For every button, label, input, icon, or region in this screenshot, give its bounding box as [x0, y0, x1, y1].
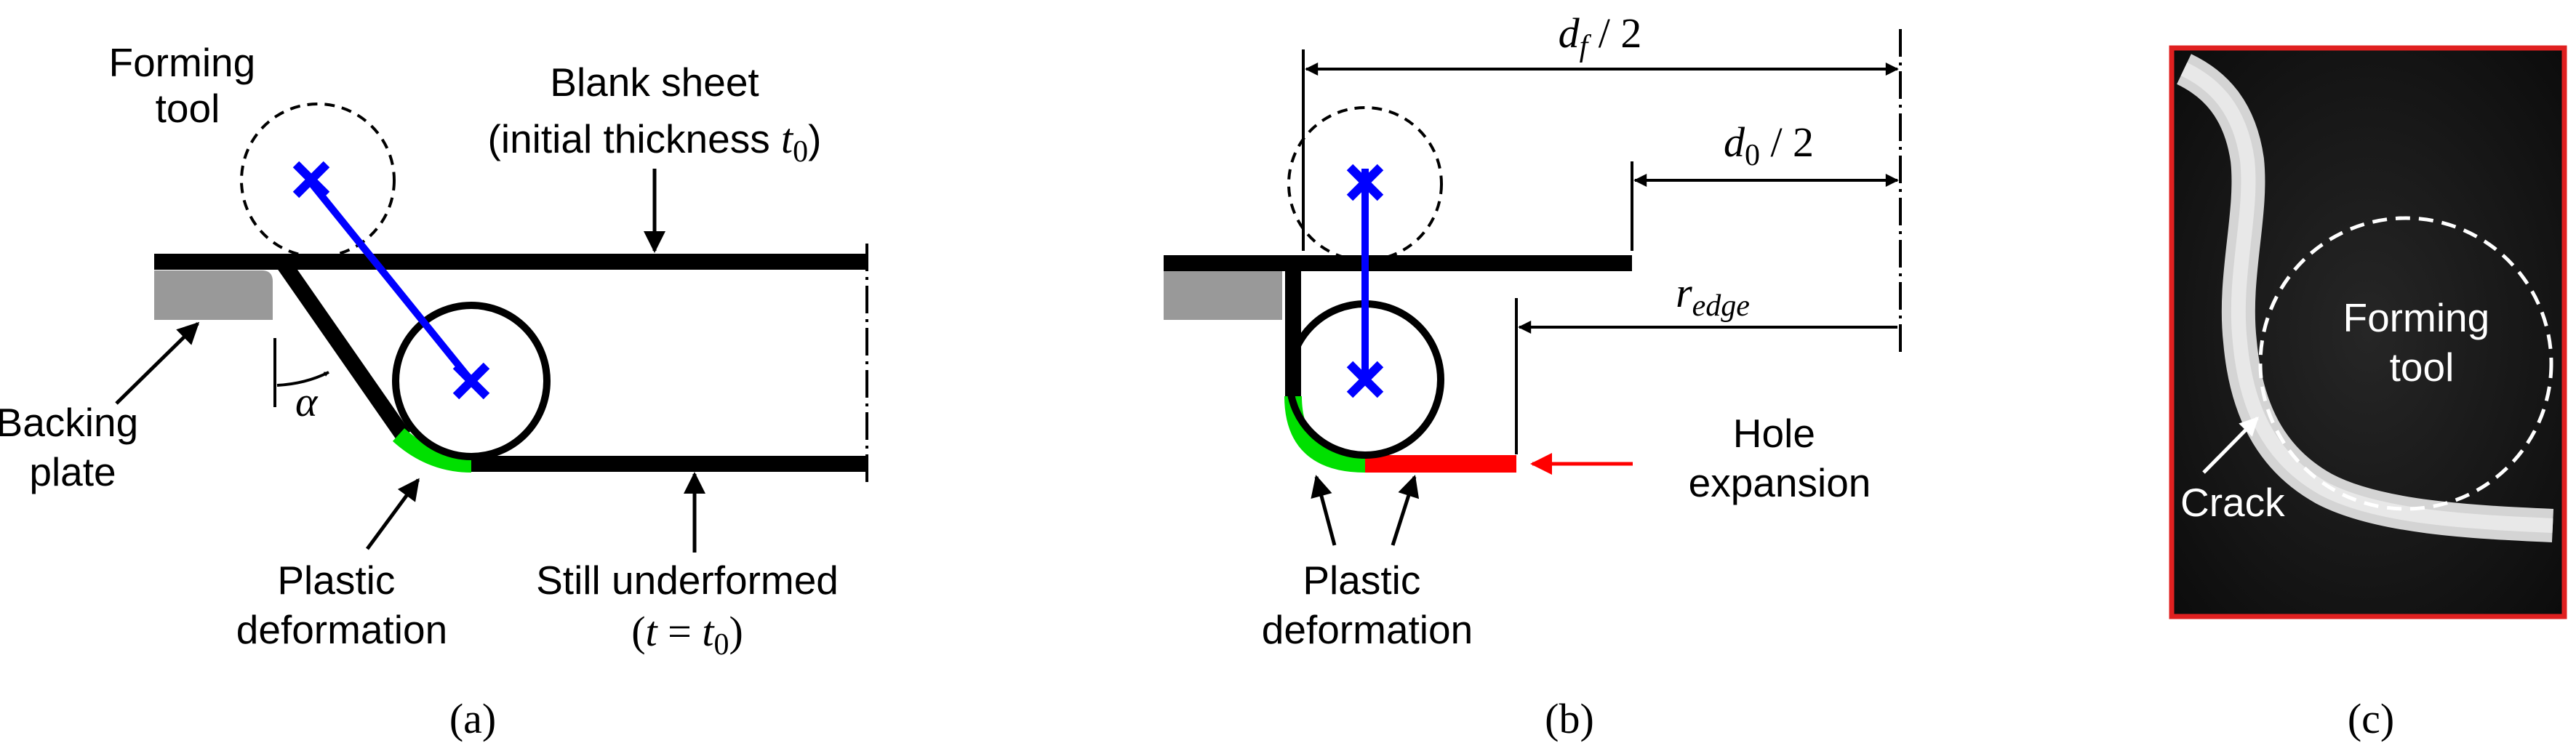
backing-plate-label: Backing plate [0, 400, 149, 494]
plastic-zone-a [392, 427, 472, 473]
backing-plate [154, 270, 273, 320]
caption-c: (c) [2348, 695, 2394, 742]
angle-arc [276, 371, 329, 387]
forming-tool-label-c: Forming tool [2343, 295, 2501, 390]
plastic-deformation-arrow-a [365, 478, 420, 550]
hole-expansion-label: Hole expansion [1689, 411, 1871, 505]
tool-initial-a [240, 103, 396, 258]
sheet-profile-highlight [2180, 62, 2553, 533]
initial-thickness-label: (initial thickness t0) [488, 115, 822, 169]
panel-c: Forming tool Crack (c) [2169, 45, 2567, 742]
df-label: df / 2 [1559, 9, 1642, 63]
plastic-deformation-label-b: Plastic deformation [1262, 558, 1473, 652]
inclined-wall [275, 257, 411, 441]
blank-sheet-label: Blank sheet [550, 60, 759, 105]
forming-tool-label: Forming tool [109, 40, 267, 131]
still-underformed-label: Still underformed [536, 558, 839, 603]
redge-label: redge [1676, 269, 1750, 323]
tool-center-mark-icon [292, 161, 330, 198]
caption-a: (a) [449, 695, 496, 742]
plastic-deformation-label-a: Plastic deformation [236, 558, 447, 652]
caption-b: (b) [1545, 695, 1594, 742]
tool-center-mark-icon [1346, 164, 1384, 201]
plastic-deformation-arrow-b1 [1311, 475, 1337, 546]
crack-label: Crack [2180, 480, 2285, 525]
tool-final-a [392, 302, 551, 460]
crack-arrow [2202, 417, 2259, 474]
backing-plate-b [1164, 270, 1282, 320]
backing-plate-arrow [115, 321, 200, 405]
forming-tool-outline-c [2258, 216, 2553, 511]
thickness-equation: (t = t0) [631, 608, 743, 662]
plastic-deformation-arrow-b2 [1391, 475, 1420, 546]
panel-a: α Forming tool Blank sheet (initial thic… [0, 40, 868, 742]
tool-center-mark-icon [452, 362, 490, 400]
tool-center-mark-icon [1346, 361, 1384, 398]
panel-b: df / 2 d0 / 2 redge Hole expansion Plast… [1164, 9, 1902, 742]
angle-alpha-label: α [295, 378, 319, 425]
d0-label: d0 / 2 [1724, 119, 1814, 172]
tool-path-a [306, 177, 474, 384]
tool-initial-b [1287, 106, 1443, 262]
